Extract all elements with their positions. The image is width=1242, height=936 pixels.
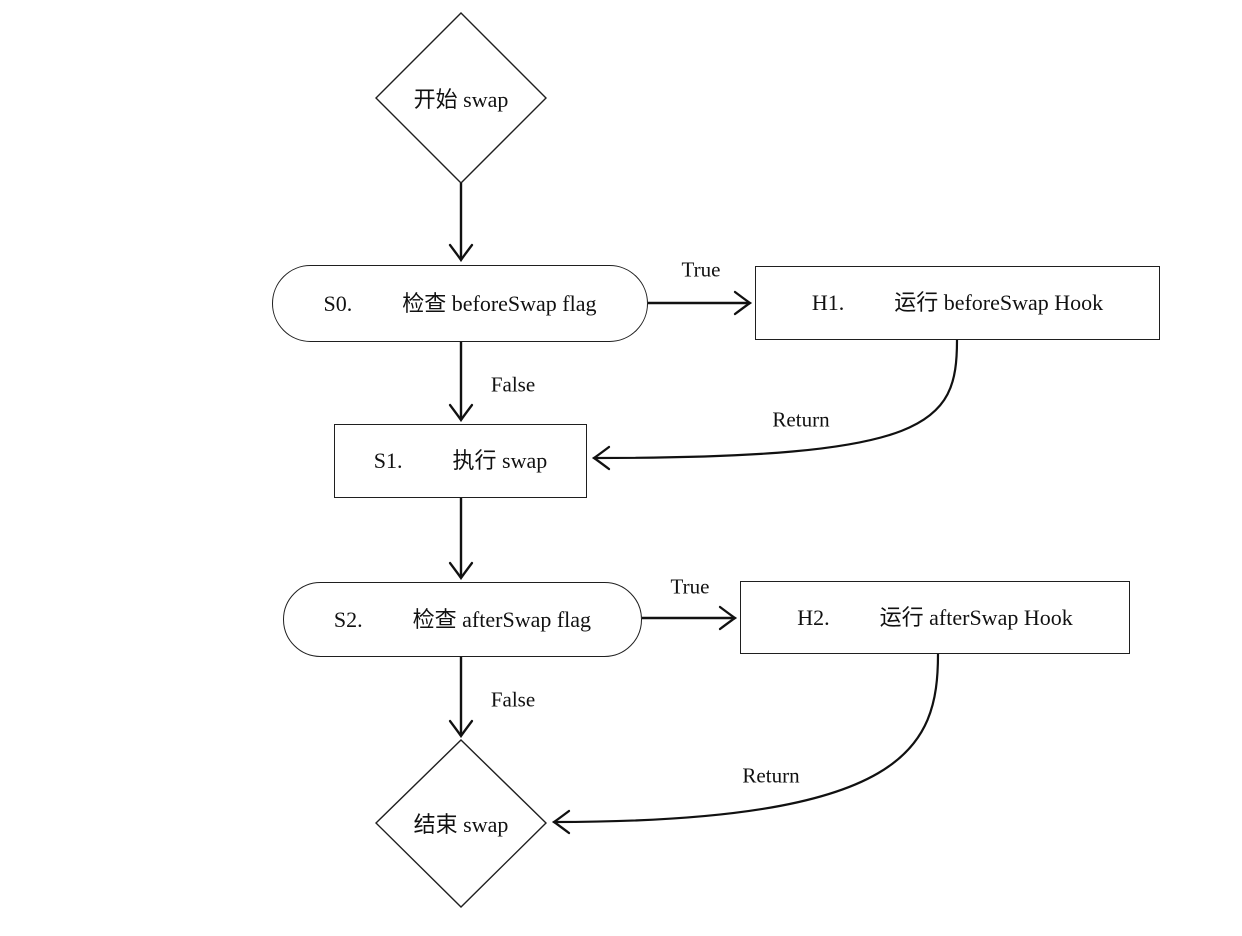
edge-h1-to-s1-return: [591, 339, 959, 471]
node-h1-prefix: H1.: [811, 290, 845, 315]
node-h2-prefix: H2.: [797, 604, 830, 630]
edge-label-return-2: Return: [742, 763, 800, 788]
edge-label-return-1: Return: [772, 407, 830, 432]
edge-h2-to-end-return: [551, 653, 940, 835]
node-s2-label: 检查 afterSwap flag: [412, 606, 592, 632]
node-h1-label: 运行 beforeSwap Hook: [894, 290, 1104, 315]
node-s1-label: 执行 swap: [452, 448, 548, 473]
node-s2-check-afterswap-flag: S2. 检查 afterSwap flag: [283, 582, 642, 657]
edge-label-true-1: True: [681, 257, 721, 282]
edge-label-true-2: True: [670, 574, 710, 599]
end-diamond-shape: [375, 739, 547, 908]
node-end-label: 结束 swap: [413, 812, 509, 837]
node-start-label: 开始 swap: [413, 87, 509, 112]
edge-label-false-2: False: [490, 687, 536, 712]
node-s0-prefix: S0.: [323, 290, 353, 316]
node-s0-label: 检查 beforeSwap flag: [402, 290, 597, 316]
node-s1-execute-swap: S1. 执行 swap: [334, 424, 587, 498]
node-s0-check-beforeswap-flag: S0. 检查 beforeSwap flag: [272, 265, 648, 342]
node-h1-run-beforeswap-hook: H1. 运行 beforeSwap Hook: [755, 266, 1160, 340]
node-h2-run-afterswap-hook: H2. 运行 afterSwap Hook: [740, 581, 1130, 654]
node-s2-prefix: S2.: [333, 606, 363, 632]
node-s1-prefix: S1.: [373, 448, 403, 473]
edge-label-false-1: False: [490, 372, 536, 397]
node-h2-label: 运行 afterSwap Hook: [879, 604, 1073, 630]
